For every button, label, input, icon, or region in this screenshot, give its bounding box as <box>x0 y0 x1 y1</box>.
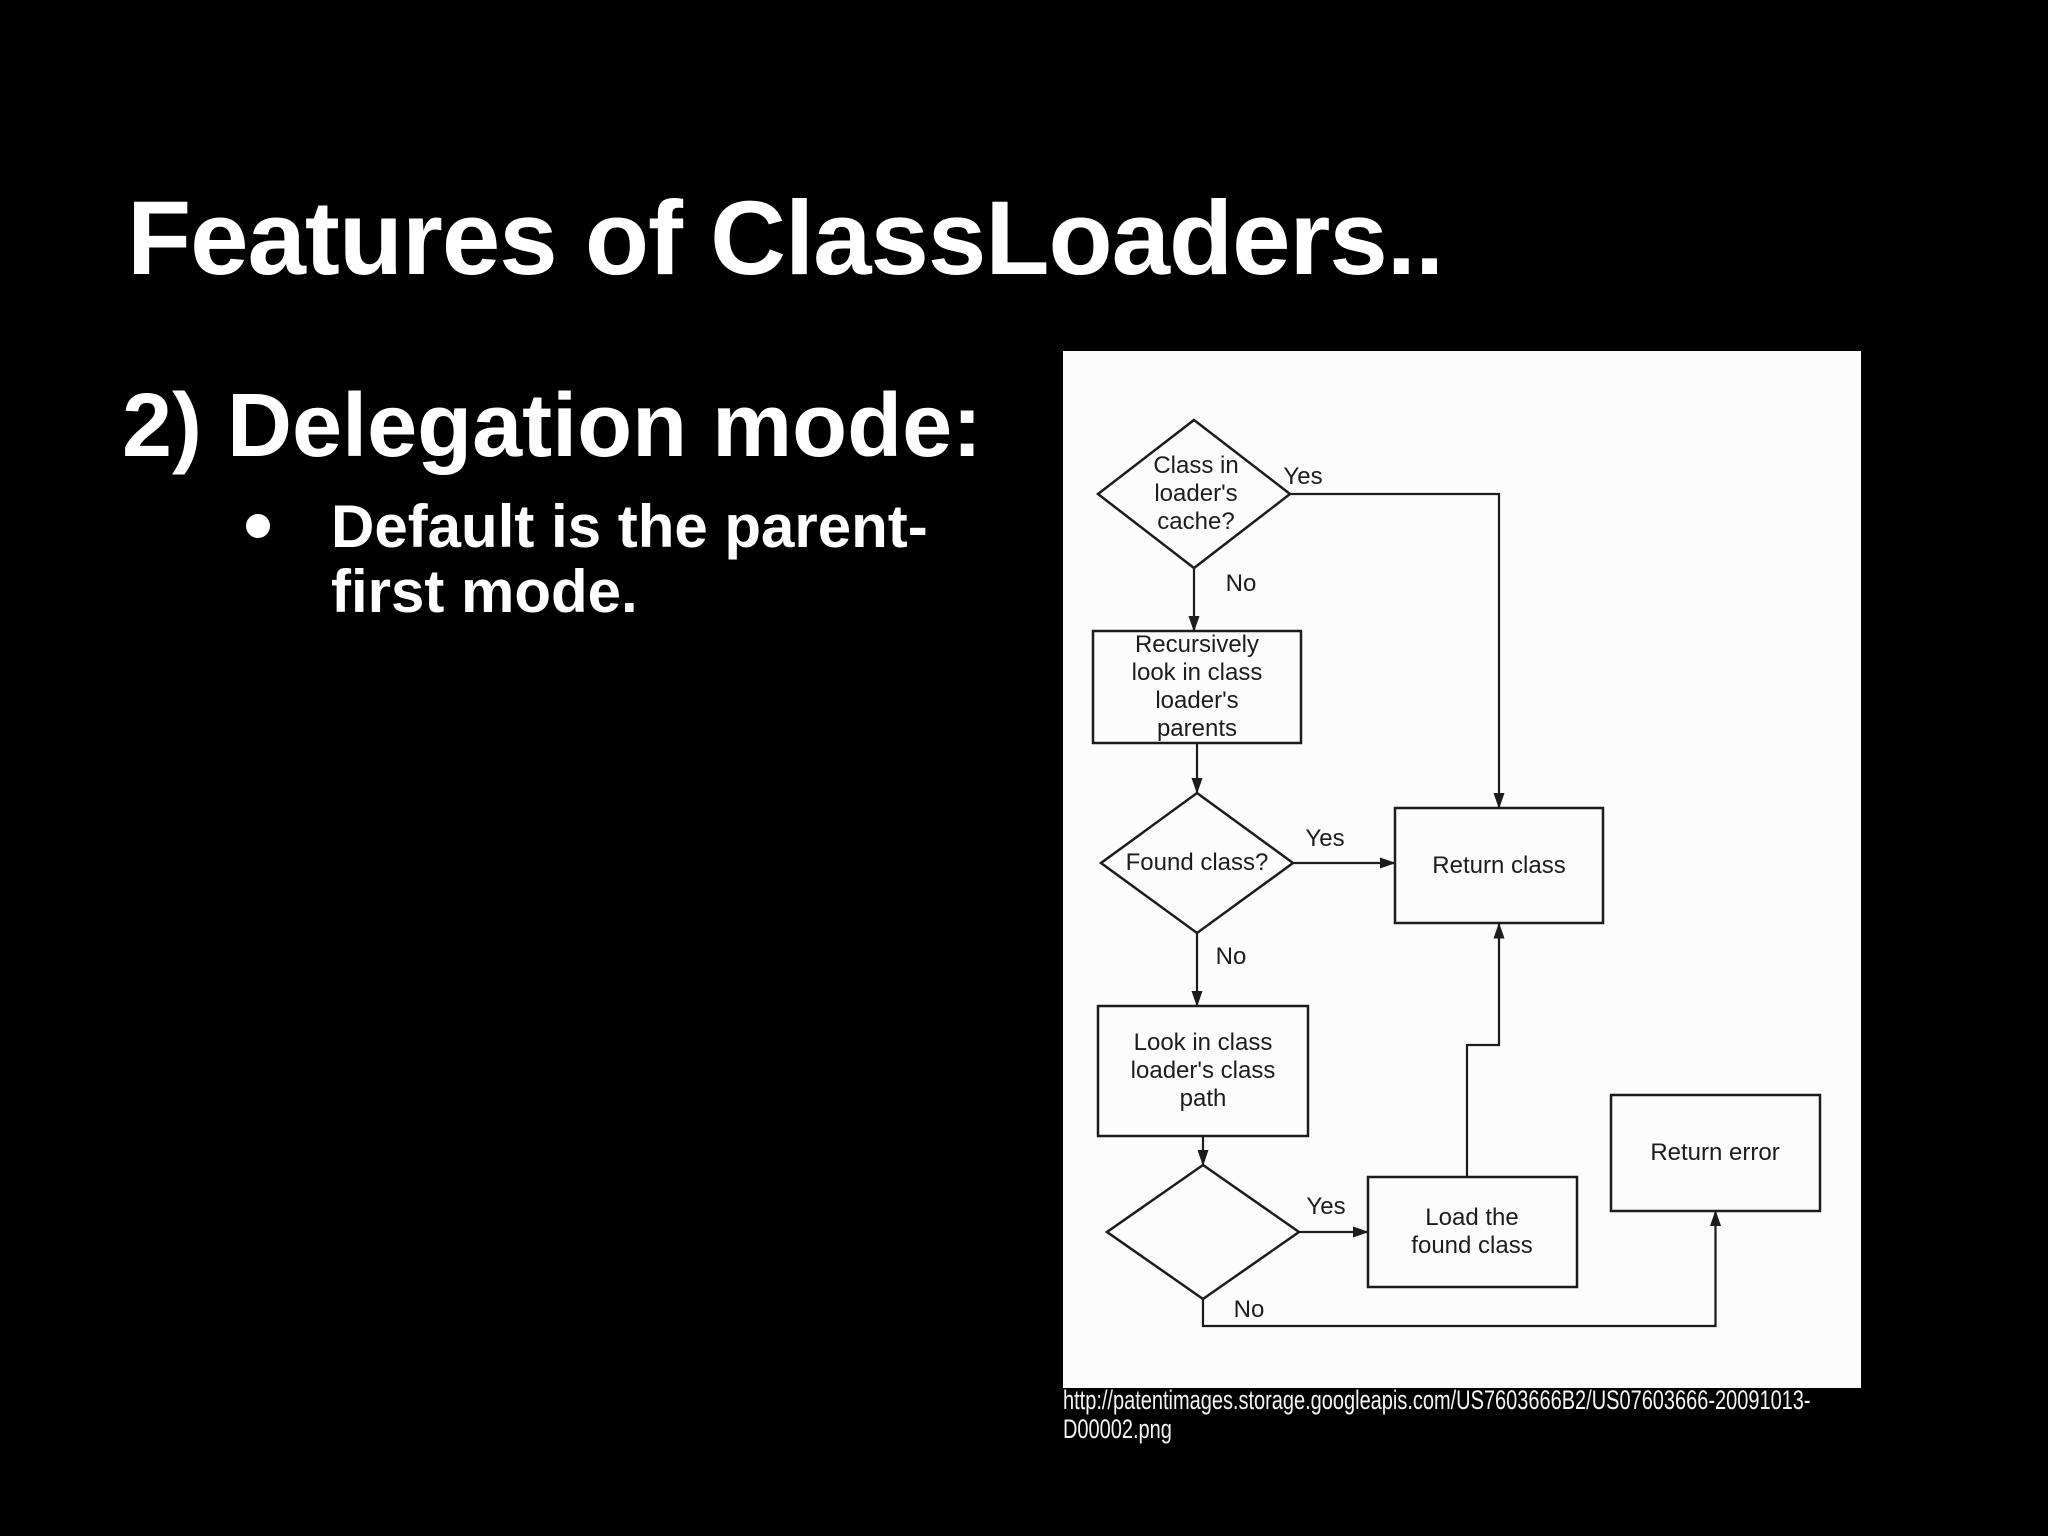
decision-found-class-2 <box>1104 1163 1302 1301</box>
edge-label-no-3: No <box>1233 1296 1265 1323</box>
edge-label-no-1: No <box>1225 570 1257 597</box>
process-recursively-look-parents-label: Recursively look in class loader's paren… <box>1131 631 1263 742</box>
process-look-classpath-label: Look in class loader's class path <box>1130 1029 1276 1112</box>
bullet-icon <box>246 514 270 538</box>
edge-load-to-return-class <box>1465 922 1505 1177</box>
page-title: Features of ClassLoaders.. <box>127 180 1444 297</box>
edge-label-yes-3: Yes <box>1306 1193 1346 1220</box>
caption-line-2: D00002.png <box>1063 1414 1172 1444</box>
process-return-class-label: Return class <box>1432 852 1566 879</box>
edge-label-yes-1: Yes <box>1283 463 1323 490</box>
decision-found-class-1-label: Found class? <box>1125 849 1269 876</box>
edge-yes1-to-return-class <box>1290 492 1505 809</box>
image-source-caption: http://patentimages.storage.googleapis.c… <box>1063 1386 1811 1444</box>
process-load-found-class-label: Load the found class <box>1411 1204 1533 1259</box>
section-heading: 2) Delegation mode: <box>122 376 983 476</box>
edge-label-no-2: No <box>1215 943 1247 970</box>
bullet-line-2: first mode. <box>331 558 638 625</box>
edge-label-yes-2: Yes <box>1305 825 1345 852</box>
flowchart-canvas <box>1091 418 1822 1328</box>
edge-no3-to-return-error <box>1201 1210 1721 1328</box>
process-return-error-label: Return error <box>1650 1139 1780 1166</box>
decision-class-in-cache-label: Class in loader's cache? <box>1153 452 1239 535</box>
flowchart-panel: Class in loader's cache? Recursively loo… <box>1063 351 1861 1388</box>
bullet-line-1: Default is the parent- <box>331 493 928 560</box>
caption-line-1: http://patentimages.storage.googleapis.c… <box>1063 1385 1811 1415</box>
bullet-text: Default is the parent- first mode. <box>331 494 928 624</box>
